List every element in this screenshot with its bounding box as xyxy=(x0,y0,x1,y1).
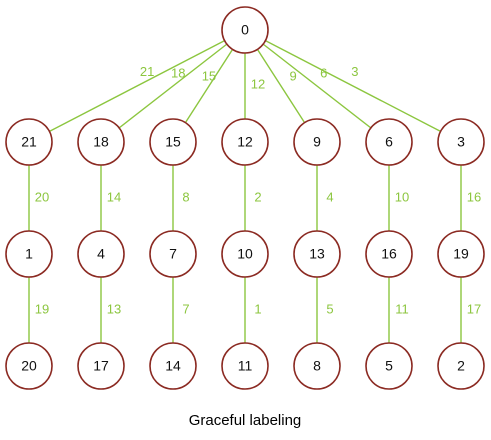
node-branch-6-level-2-label: 2 xyxy=(457,358,465,374)
node-branch-5-level-0: 6 xyxy=(365,118,413,166)
edge-label-branch-2-level-2: 7 xyxy=(182,301,189,316)
node-branch-3-level-2: 11 xyxy=(221,342,269,390)
node-branch-0-level-0-circle xyxy=(5,118,53,166)
edge-root-to-branch-6 xyxy=(265,39,441,133)
node-branch-3-level-1-circle xyxy=(221,230,269,278)
node-branch-1-level-2: 17 xyxy=(77,342,125,390)
node-branch-0-level-1: 1 xyxy=(5,230,53,278)
node-branch-2-level-1-label: 7 xyxy=(169,246,177,262)
node-branch-6-level-2: 2 xyxy=(437,342,485,390)
node-branch-1-level-1: 4 xyxy=(77,230,125,278)
node-branch-1-level-1-circle xyxy=(77,230,125,278)
node-root-circle xyxy=(221,6,269,54)
node-branch-4-level-0-label: 9 xyxy=(313,134,321,150)
node-branch-1-level-2-circle xyxy=(77,342,125,390)
node-branch-5-level-1-circle xyxy=(365,230,413,278)
node-branch-0-level-1-label: 1 xyxy=(25,246,33,262)
edge-label-root-to-branch-1: 18 xyxy=(171,65,185,80)
node-branch-0-level-2-circle xyxy=(5,342,53,390)
node-branch-1-level-0-label: 18 xyxy=(93,134,109,150)
node-root: 0 xyxy=(221,6,269,54)
node-branch-3-level-2-label: 11 xyxy=(238,358,253,374)
node-branch-4-level-2-circle xyxy=(293,342,341,390)
node-branch-5-level-1: 16 xyxy=(365,230,413,278)
node-branch-2-level-2-label: 14 xyxy=(165,358,181,374)
edge-label-branch-3-level-2: 1 xyxy=(254,301,261,316)
edge-root-to-branch-5 xyxy=(262,43,372,129)
edge-label-root-to-branch-3: 12 xyxy=(251,76,265,91)
edge-label-branch-6-level-1: 16 xyxy=(467,189,481,204)
node-branch-0-level-1-circle xyxy=(5,230,53,278)
edge-label-branch-0-level-2: 19 xyxy=(35,301,49,316)
edge-label-root-to-branch-0: 21 xyxy=(140,64,154,79)
node-branch-4-level-0: 9 xyxy=(293,118,341,166)
node-branch-1-level-1-label: 4 xyxy=(97,246,105,262)
node-branch-2-level-0-circle xyxy=(149,118,197,166)
node-branch-3-level-0: 12 xyxy=(221,118,269,166)
node-branch-1-level-2-label: 17 xyxy=(93,358,109,374)
edge-label-root-to-branch-6: 3 xyxy=(351,64,358,79)
node-branch-4-level-2-label: 8 xyxy=(313,358,321,374)
edge-label-branch-1-level-1: 14 xyxy=(107,189,121,204)
node-branch-6-level-0-circle xyxy=(437,118,485,166)
node-branch-4-level-0-circle xyxy=(293,118,341,166)
node-branch-4-level-1: 13 xyxy=(293,230,341,278)
edge-label-branch-6-level-2: 17 xyxy=(467,301,481,316)
node-branch-2-level-2-circle xyxy=(149,342,197,390)
node-branch-2-level-1: 7 xyxy=(149,230,197,278)
node-branch-5-level-2-circle xyxy=(365,342,413,390)
diagram-caption: Graceful labeling xyxy=(189,412,302,429)
edge-label-branch-0-level-1: 20 xyxy=(35,189,49,204)
node-branch-3-level-1: 10 xyxy=(221,230,269,278)
node-branch-6-level-2-circle xyxy=(437,342,485,390)
node-branch-4-level-2: 8 xyxy=(293,342,341,390)
node-branch-3-level-0-label: 12 xyxy=(237,134,253,150)
edge-label-root-to-branch-4: 9 xyxy=(289,68,296,83)
node-branch-1-level-0-circle xyxy=(77,118,125,166)
node-branch-5-level-0-circle xyxy=(365,118,413,166)
node-branch-5-level-2: 5 xyxy=(365,342,413,390)
edge-label-branch-5-level-1: 10 xyxy=(395,189,409,204)
node-branch-6-level-1-label: 19 xyxy=(453,246,469,262)
edge-root-to-branch-2 xyxy=(184,48,234,124)
edge-label-root-to-branch-2: 15 xyxy=(202,68,216,83)
node-branch-6-level-1: 19 xyxy=(437,230,485,278)
node-branch-6-level-0: 3 xyxy=(437,118,485,166)
edge-label-branch-5-level-2: 11 xyxy=(395,301,409,316)
node-branch-5-level-0-label: 6 xyxy=(385,134,393,150)
node-branch-2-level-0: 15 xyxy=(149,118,197,166)
node-branch-4-level-1-label: 13 xyxy=(309,246,325,262)
edge-root-to-branch-0 xyxy=(49,39,225,133)
node-branch-4-level-1-circle xyxy=(293,230,341,278)
edge-label-branch-2-level-1: 8 xyxy=(182,189,189,204)
node-branch-3-level-0-circle xyxy=(221,118,269,166)
node-branch-6-level-0-label: 3 xyxy=(457,134,465,150)
node-branch-0-level-0: 21 xyxy=(5,118,53,166)
node-branch-2-level-1-circle xyxy=(149,230,197,278)
node-root-label: 0 xyxy=(241,22,249,38)
edges-layer xyxy=(28,39,462,343)
node-branch-6-level-1-circle xyxy=(437,230,485,278)
node-branch-0-level-0-label: 21 xyxy=(21,134,37,150)
node-branch-1-level-0: 18 xyxy=(77,118,125,166)
edge-label-root-to-branch-5: 6 xyxy=(320,65,327,80)
node-branch-5-level-1-label: 16 xyxy=(381,246,397,262)
node-branch-3-level-2-circle xyxy=(221,342,269,390)
node-branch-2-level-2: 14 xyxy=(149,342,197,390)
edge-label-branch-3-level-1: 2 xyxy=(254,189,261,204)
edge-root-to-branch-1 xyxy=(118,43,228,129)
node-branch-5-level-2-label: 5 xyxy=(385,358,393,374)
node-branch-0-level-2: 20 xyxy=(5,342,53,390)
edge-label-branch-1-level-2: 13 xyxy=(107,301,121,316)
edge-root-to-branch-4 xyxy=(256,48,306,124)
node-branch-3-level-1-label: 10 xyxy=(237,246,253,262)
edge-label-branch-4-level-2: 5 xyxy=(326,301,333,316)
node-branch-0-level-2-label: 20 xyxy=(21,358,37,374)
edge-label-branch-4-level-1: 4 xyxy=(326,189,333,204)
node-branch-2-level-0-label: 15 xyxy=(165,134,181,150)
